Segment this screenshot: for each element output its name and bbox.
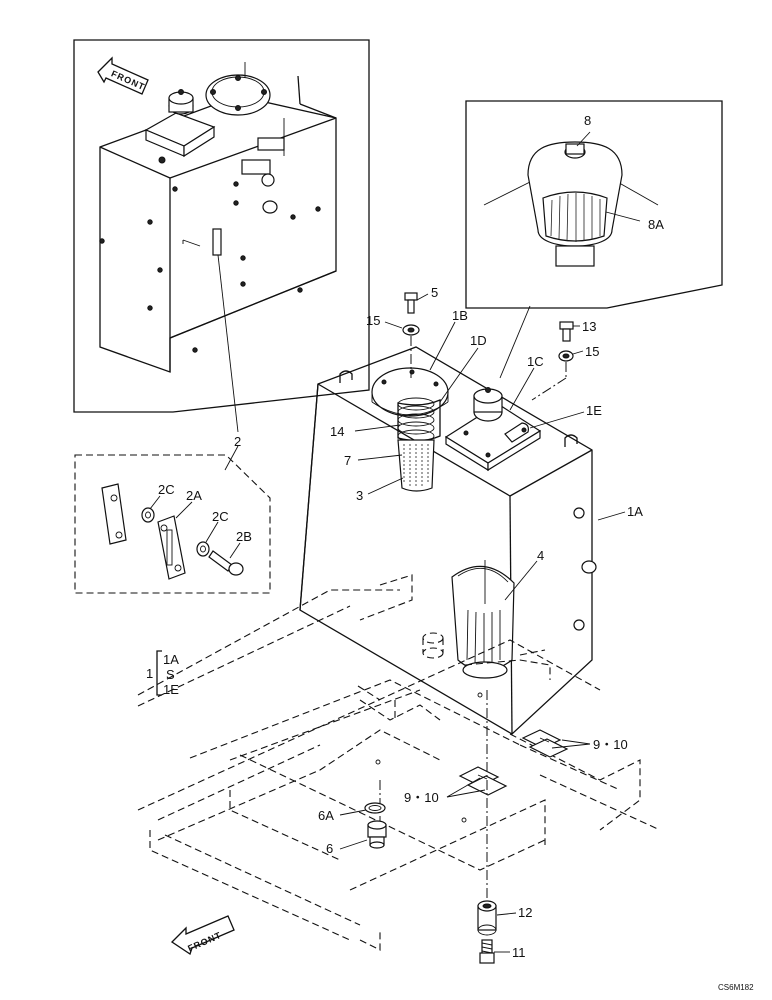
svg-text:FRONT: FRONT [186,930,223,954]
label-13: 13 [582,319,596,334]
label-15-upper-left: 15 [366,313,380,328]
svg-text:FRONT: FRONT [110,68,147,92]
spacer-12 [477,900,497,936]
label-9-10-center: 9・10 [404,790,439,805]
label-12: 12 [518,905,532,920]
label-2a: 2A [186,488,202,503]
bolt-11 [479,939,495,964]
drawing-code: CS6M182 [718,983,754,992]
inset-tank-view: FRONT [73,39,370,433]
label-5: 5 [431,285,438,300]
hydraulic-tank-main [299,346,597,735]
legend-to: 1E [163,682,179,697]
drain-plug-6 [367,820,387,849]
level-gauge-kit-box [74,445,271,594]
label-7: 7 [344,453,351,468]
bolt-13 [559,321,574,342]
washer-15a [402,324,420,336]
label-9-10-right: 9・10 [593,737,628,752]
label-15-upper-right: 15 [585,344,599,359]
leader-lines [339,293,626,953]
label-6a: 6A [318,808,334,823]
bolt-5 [404,292,418,314]
inset-tank-body [99,62,337,373]
inset-breather-detail [465,100,723,379]
label-2c-upper: 2C [158,482,175,497]
part-labels: 8 8A 5 15 1B 1D 13 15 1C 1E 14 7 3 2 2C … [158,113,664,960]
label-3: 3 [356,488,363,503]
label-1b: 1B [452,308,468,323]
legend-sym: S [166,667,175,682]
label-1e: 1E [586,403,602,418]
assembly-legend: 1 1A S 1E [146,650,179,697]
label-2: 2 [234,434,241,449]
label-8a: 8A [648,217,664,232]
label-14: 14 [330,424,344,439]
front-arrow-top: FRONT [97,56,149,95]
label-11: 11 [512,945,526,960]
label-2c-lower: 2C [212,509,229,524]
label-1d: 1D [470,333,487,348]
label-8: 8 [584,113,591,128]
shim-plates-9-10-right [521,729,569,758]
label-2b: 2B [236,529,252,544]
o-ring-6a [364,802,386,814]
legend-prefix: 1 [146,666,153,681]
label-6: 6 [326,841,333,856]
label-1c: 1C [527,354,544,369]
upper-frame-structure [137,589,661,951]
front-arrow-bottom: FRONT [170,915,235,956]
legend-from: 1A [163,652,179,667]
label-4: 4 [537,548,544,563]
label-1a: 1A [627,504,643,519]
washer-15b [558,350,574,362]
